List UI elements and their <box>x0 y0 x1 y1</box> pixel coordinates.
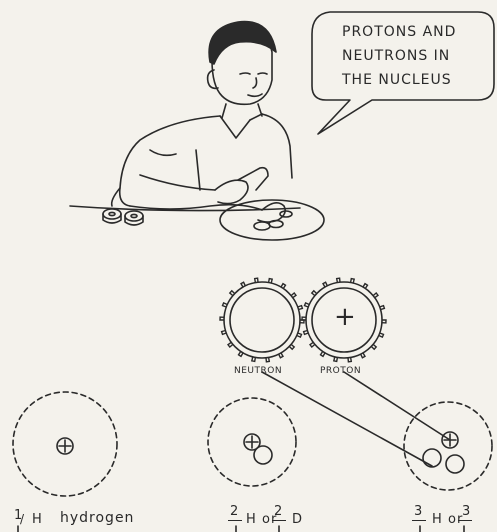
isotope-h3-bar <box>412 520 426 521</box>
proton-label: PROTON <box>320 366 361 376</box>
isotope-h3-symbol: H <box>432 512 443 527</box>
neutron-label: NEUTRON <box>234 366 282 376</box>
isotope-h3-mass-b: 3 <box>462 504 471 519</box>
isotope-h1-symbol: H <box>32 512 43 527</box>
leader-line-proton <box>344 372 450 440</box>
boy-figure <box>112 22 292 222</box>
isotope-h2-mass-b: 2 <box>274 504 283 519</box>
isotope-h3-bar-b <box>458 520 472 521</box>
plate-item <box>254 222 270 230</box>
table-discs <box>103 209 143 225</box>
bubble-line-3: THE NUCLEUS <box>342 72 452 88</box>
isotope-h3-mass: 3 <box>414 504 423 519</box>
isotope-h1-name: hydrogen <box>60 510 134 526</box>
bubble-line-1: PROTONS AND <box>342 24 456 40</box>
bubble-line-2: NEUTRONS IN <box>342 48 450 64</box>
isotope-h1-slash: / <box>20 512 25 526</box>
isotope-h2-bar <box>228 520 242 521</box>
leader-line-neutron <box>262 372 432 466</box>
proton-plus-symbol: + <box>334 302 356 332</box>
atom-hydrogen <box>13 392 117 496</box>
atom-tritium <box>404 402 492 490</box>
isotope-h2-mass: 2 <box>230 504 239 519</box>
atom-deuterium <box>208 398 296 486</box>
isotope-h2-bar-b <box>272 520 286 521</box>
neutron-disc <box>224 282 300 358</box>
plate-item <box>280 211 292 217</box>
plate <box>220 200 324 240</box>
isotope-h2-symbol: H <box>246 512 257 527</box>
isotope-h2-symbol-b: D <box>292 512 303 527</box>
